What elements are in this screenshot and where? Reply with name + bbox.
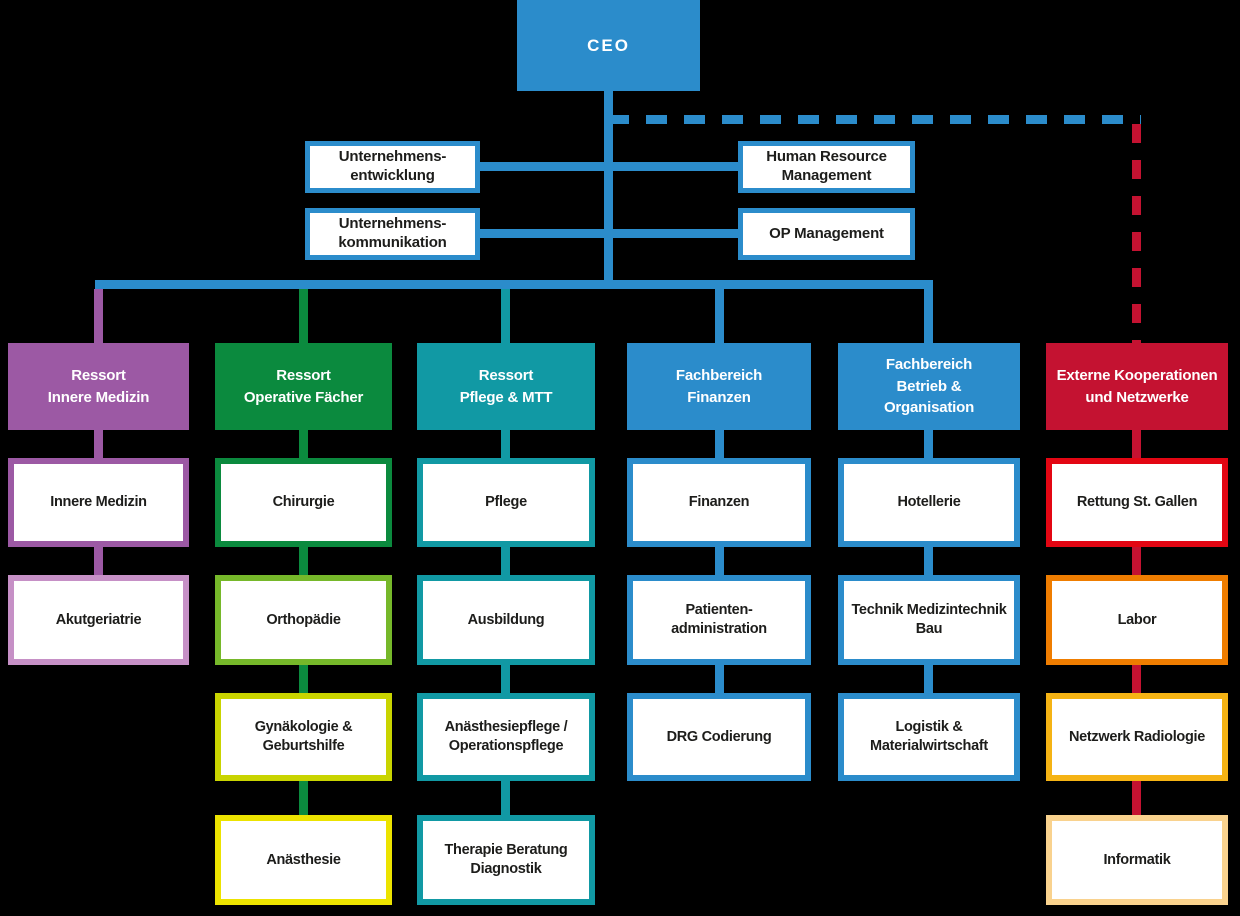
node-rettung-st-gallen: Rettung St. Gallen <box>1046 458 1228 547</box>
staff-box-unternehmensentwicklung: Unternehmens- entwicklung <box>305 141 480 193</box>
column2-stub <box>299 289 308 343</box>
ceo-box: CEO <box>517 0 700 91</box>
node-technik-medizintechnik-bau: Technik Medizintechnik Bau <box>838 575 1020 665</box>
header-externe-kooperationen: Externe Kooperationen und Netzwerke <box>1046 343 1228 430</box>
header-ressort-innere-medizin: Ressort Innere Medizin <box>8 343 189 430</box>
staff-box-unternehmenskommunikation: Unternehmens- kommunikation <box>305 208 480 260</box>
node-innere-medizin: Innere Medizin <box>8 458 189 547</box>
column5-spine <box>924 430 933 698</box>
header-ressort-operative-faecher: Ressort Operative Fächer <box>215 343 392 430</box>
node-ausbildung: Ausbildung <box>417 575 595 665</box>
node-gynaekologie-geburtshilfe: Gynäkologie & Geburtshilfe <box>215 693 392 781</box>
node-akutgeriatrie: Akutgeriatrie <box>8 575 189 665</box>
column1-stub <box>94 289 103 343</box>
staff-row2-connector <box>480 229 738 238</box>
node-orthopaedie: Orthopädie <box>215 575 392 665</box>
dashed-red-connector <box>1132 124 1141 343</box>
dashed-blue-connector <box>608 115 1141 124</box>
node-drg-codierung: DRG Codierung <box>627 693 811 781</box>
node-pflege: Pflege <box>417 458 595 547</box>
column4-spine <box>715 430 724 698</box>
ceo-vertical-line <box>604 91 613 289</box>
main-horizontal-bar <box>95 280 933 289</box>
node-finanzen: Finanzen <box>627 458 811 547</box>
column4-stub <box>715 289 724 343</box>
node-therapie-beratung-diagnostik: Therapie Beratung Diagnostik <box>417 815 595 905</box>
staff-row1-connector <box>480 162 738 171</box>
node-patientenadministration: Patienten- administration <box>627 575 811 665</box>
node-anaesthesie: Anästhesie <box>215 815 392 905</box>
header-fachbereich-betrieb-organisation: Fachbereich Betrieb & Organisation <box>838 343 1020 430</box>
node-labor: Labor <box>1046 575 1228 665</box>
column3-stub <box>501 289 510 343</box>
staff-box-human-resource-management: Human Resource Management <box>738 141 915 193</box>
node-hotellerie: Hotellerie <box>838 458 1020 547</box>
header-fachbereich-finanzen: Fachbereich Finanzen <box>627 343 811 430</box>
column5-stub <box>924 289 933 343</box>
node-chirurgie: Chirurgie <box>215 458 392 547</box>
node-informatik: Informatik <box>1046 815 1228 905</box>
node-logistik-materialwirtschaft: Logistik & Materialwirtschaft <box>838 693 1020 781</box>
node-anaesthesiepflege-operationspflege: Anästhesiepflege / Operationspflege <box>417 693 595 781</box>
node-netzwerk-radiologie: Netzwerk Radiologie <box>1046 693 1228 781</box>
staff-box-op-management: OP Management <box>738 208 915 260</box>
header-ressort-pflege-mtt: Ressort Pflege & MTT <box>417 343 595 430</box>
